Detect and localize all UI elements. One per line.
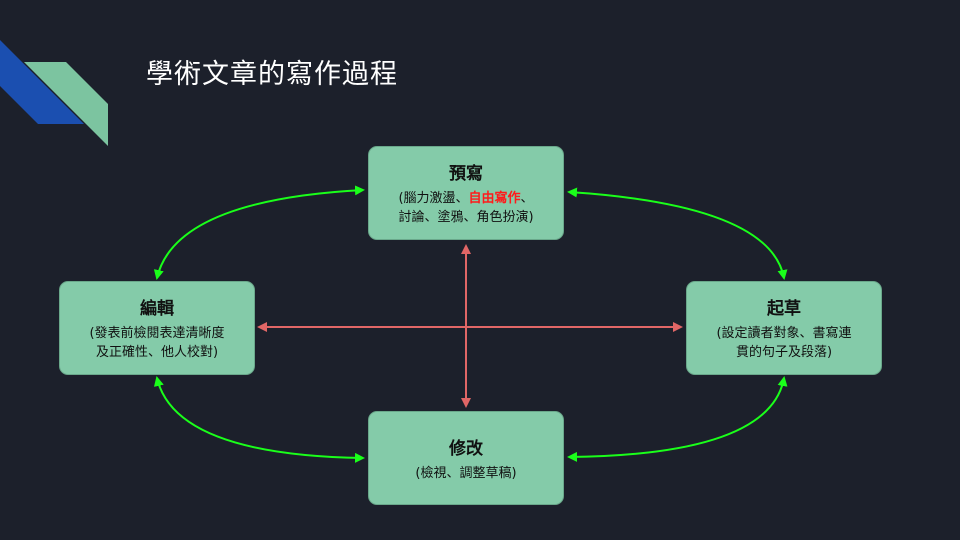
node-draft: 起草 (設定讀者對象、書寫連 貫的句子及段落) bbox=[686, 281, 882, 375]
cycle-arrow-revise-edit bbox=[153, 376, 365, 463]
node-prewrite: 預寫 (腦力激盪、自由寫作、 討論、塗鴉、角色扮演) bbox=[368, 146, 564, 240]
node-edit: 編輯 (發表前檢閱表達清晰度 及正確性、他人校對) bbox=[59, 281, 255, 375]
cycle-arrow-draft-revise bbox=[567, 376, 788, 462]
node-prewrite-desc-sep: 、 bbox=[520, 191, 534, 206]
cycle-arrow-prewrite-edit bbox=[153, 185, 365, 280]
deco-green-stripe bbox=[24, 62, 108, 146]
node-prewrite-desc-part: (腦力激盪、 bbox=[398, 191, 469, 206]
node-prewrite-title: 預寫 bbox=[449, 164, 483, 184]
node-edit-title: 編輯 bbox=[140, 299, 174, 319]
node-edit-desc: (發表前檢閱表達清晰度 及正確性、他人校對) bbox=[89, 324, 224, 362]
node-prewrite-desc-line2: 討論、塗鴉、角色扮演) bbox=[398, 210, 534, 225]
node-prewrite-highlight: 自由寫作 bbox=[468, 191, 521, 206]
node-revise-desc: (檢視、調整草稿) bbox=[415, 464, 516, 483]
node-draft-desc-line2: 貫的句子及段落) bbox=[735, 345, 833, 360]
node-edit-desc-line1: (發表前檢閱表達清晰度 bbox=[89, 326, 225, 341]
node-revise-desc-line1: (檢視、調整草稿) bbox=[415, 465, 517, 481]
node-draft-title: 起草 bbox=[767, 299, 801, 319]
node-revise-title: 修改 bbox=[449, 438, 483, 459]
node-revise: 修改 (檢視、調整草稿) bbox=[368, 411, 564, 505]
deco-blue-stripe bbox=[0, 40, 84, 124]
node-prewrite-desc: (腦力激盪、自由寫作、 討論、塗鴉、角色扮演) bbox=[398, 189, 533, 227]
node-edit-desc-line2: 及正確性、他人校對) bbox=[95, 345, 219, 360]
node-draft-desc: (設定讀者對象、書寫連 貫的句子及段落) bbox=[716, 324, 851, 362]
page-title: 學術文章的寫作過程 bbox=[146, 59, 398, 90]
node-draft-desc-line1: (設定讀者對象、書寫連 bbox=[716, 326, 852, 341]
cycle-arrow-prewrite-draft bbox=[567, 187, 788, 280]
